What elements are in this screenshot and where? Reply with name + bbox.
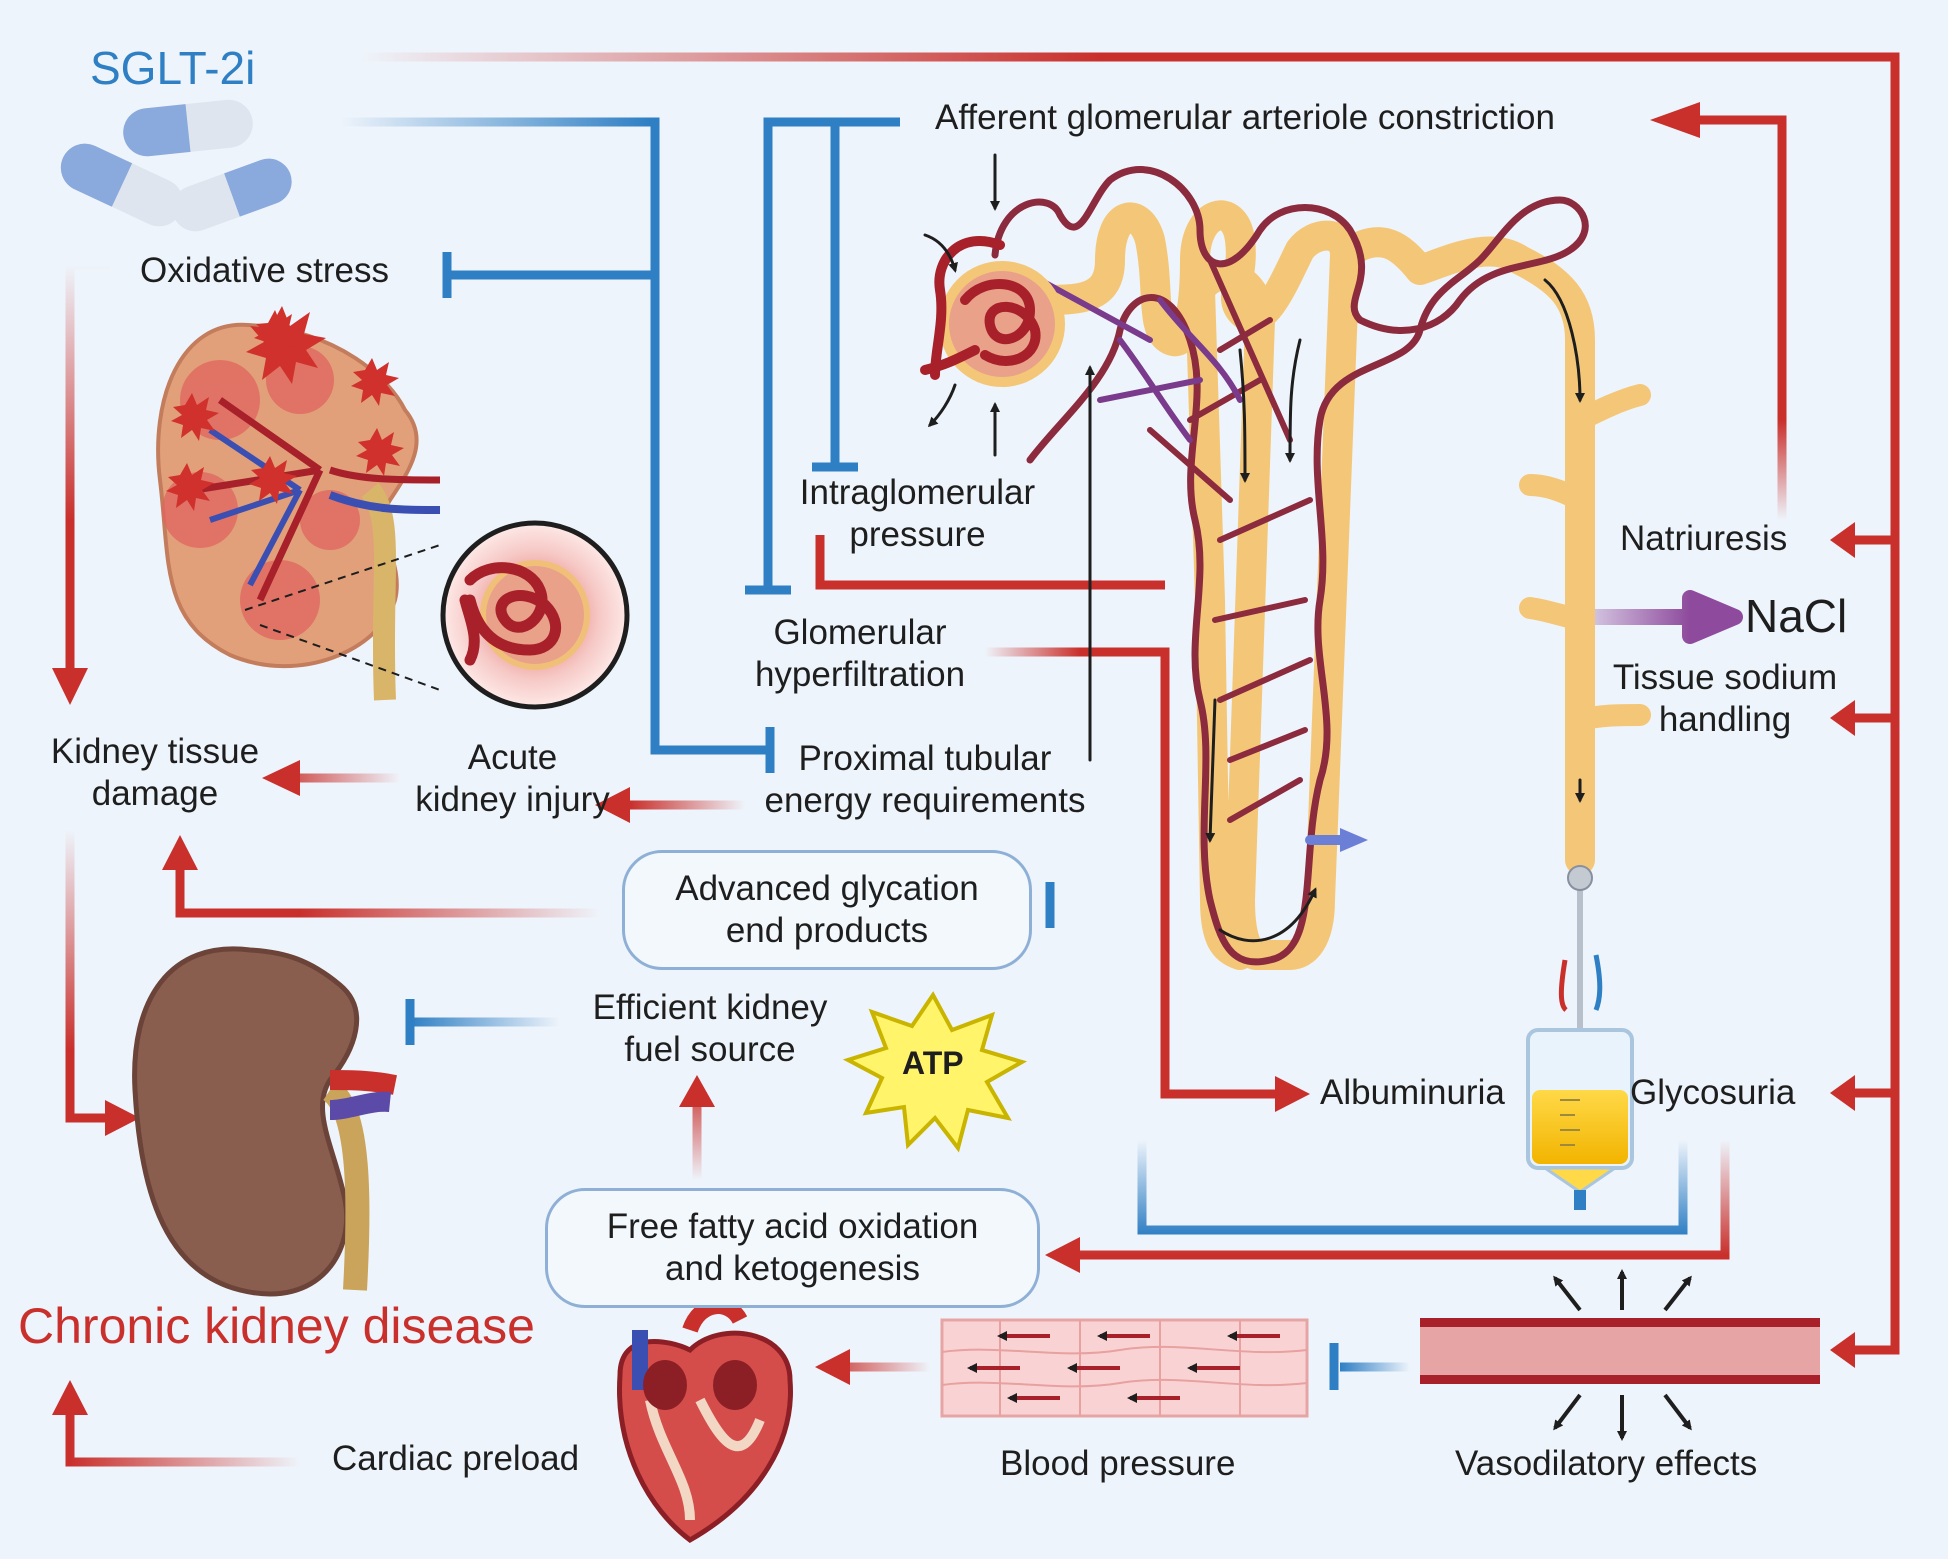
ffa-line-2: and ketogenesis [665, 1249, 920, 1288]
oxidative-stress-label: Oxidative stress [140, 251, 389, 290]
glomerular-hyperfiltration-label: Glomerular hyperfiltration [735, 612, 985, 696]
kidney-tissue-damage-label: Kidney tissue damage [30, 731, 280, 815]
superoxide-icon [166, 306, 404, 511]
advanced-glycation-label: Advanced glycation end products [622, 868, 1032, 952]
proximal-line-1: Proximal tubular [798, 739, 1052, 778]
fuel-line-2: fuel source [624, 1030, 796, 1069]
vasodilatory-label: Vasodilatory effects [1455, 1444, 1758, 1483]
whole-kidney-icon [132, 946, 397, 1297]
ffa-box [545, 1188, 1040, 1308]
blood-vessel-icon [1420, 1269, 1820, 1441]
natriuresis-label: Natriuresis [1620, 519, 1788, 558]
fuel-line-1: Efficient kidney [592, 988, 828, 1027]
age-line-2: end products [725, 911, 929, 950]
ktd-line-2: damage [91, 774, 219, 813]
afferent-constriction-label: Afferent glomerular arteriole constricti… [935, 98, 1555, 137]
ckd-title: Chronic kidney disease [18, 1298, 535, 1354]
sodium-line-2: handling [1658, 700, 1792, 739]
age-box [622, 850, 1032, 970]
acute-kidney-injury-label: Acute kidney injury [400, 737, 625, 821]
cardiac-preload-label: Cardiac preload [332, 1439, 580, 1478]
blood-pressure-label: Blood pressure [1000, 1444, 1236, 1483]
glomerulus-zoom-icon [244, 520, 630, 710]
intraglomerular-pressure-label: Intraglomerular pressure [780, 472, 1055, 556]
age-line-1: Advanced glycation [675, 869, 979, 908]
nacl-excretion-arrow [1595, 590, 1743, 644]
tissue-sodium-label: Tissue sodium handling [1585, 657, 1865, 741]
heart-icon [617, 1298, 793, 1543]
proximal-tubular-label: Proximal tubular energy requirements [750, 738, 1100, 822]
intraglomerular-line-2: pressure [849, 515, 986, 554]
atp-label: ATP [902, 1045, 964, 1081]
intraglomerular-line-1: Intraglomerular [799, 473, 1036, 512]
kidney-cross-section-icon [156, 322, 441, 701]
ktd-line-1: Kidney tissue [50, 732, 260, 771]
free-fatty-acid-label: Free fatty acid oxidation and ketogenesi… [545, 1206, 1040, 1290]
urine-bag-icon [1526, 865, 1634, 1210]
glycosuria-label: Glycosuria [1630, 1073, 1796, 1112]
sglt2i-main-connector [360, 52, 1900, 1355]
hyperfiltration-line-1: Glomerular [773, 613, 947, 652]
sodium-line-1: Tissue sodium [1612, 658, 1838, 697]
aki-line-2: kidney injury [415, 780, 610, 819]
nephron-icon [920, 153, 1651, 970]
nacl-label: NaCl [1745, 590, 1848, 642]
hyperfiltration-line-2: hyperfiltration [754, 655, 966, 694]
atp-burst-icon [842, 991, 1028, 1153]
efficient-fuel-label: Efficient kidney fuel source [570, 987, 850, 1071]
aki-line-1: Acute [467, 738, 558, 777]
proximal-line-2: energy requirements [764, 781, 1086, 820]
sglt2i-title: SGLT-2i [90, 42, 256, 94]
capsule-icon [60, 99, 292, 232]
tissue-blood-pressure-icon [940, 1318, 1309, 1418]
ffa-line-1: Free fatty acid oxidation [606, 1207, 979, 1246]
albuminuria-label: Albuminuria [1320, 1073, 1505, 1112]
